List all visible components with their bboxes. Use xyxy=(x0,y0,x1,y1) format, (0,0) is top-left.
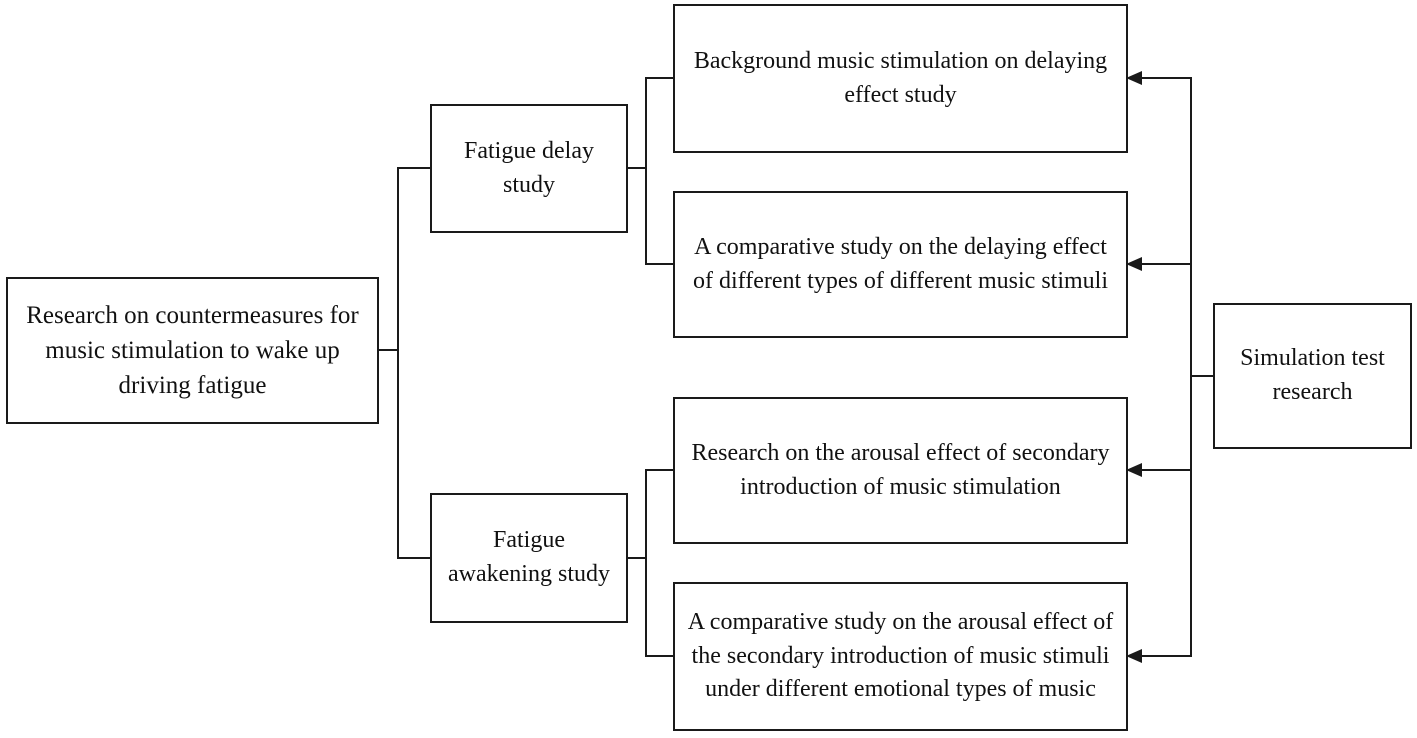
connector-root-to-delay xyxy=(397,167,430,169)
connector-delay-to-study1 xyxy=(645,77,673,79)
node-root-label: Research on countermeasures for music st… xyxy=(26,302,359,399)
node-study-comparative-arousal-label: A comparative study on the arousal effec… xyxy=(687,609,1114,703)
connector-awakening-vertical xyxy=(645,469,647,657)
node-fatigue-awakening-label: Fatigue awakening study xyxy=(448,527,610,587)
node-fatigue-delay-label: Fatigue delay study xyxy=(464,137,594,198)
arrow-left-icon xyxy=(1126,71,1142,85)
node-study-comparative-arousal: A comparative study on the arousal effec… xyxy=(673,582,1128,731)
connector-simulation-stub xyxy=(1191,375,1213,377)
node-study-background-music: Background music stimulation on delaying… xyxy=(673,4,1128,153)
node-simulation-test-label: Simulation test research xyxy=(1240,345,1385,405)
connector-simulation-vertical xyxy=(1190,77,1192,657)
arrow-left-icon xyxy=(1126,649,1142,663)
connector-delay-to-study2 xyxy=(645,263,673,265)
node-simulation-test-research: Simulation test research xyxy=(1213,303,1412,449)
connector-delay-vertical xyxy=(645,77,647,265)
node-study-comparative-delaying: A comparative study on the delaying effe… xyxy=(673,191,1128,338)
node-fatigue-awakening-study: Fatigue awakening study xyxy=(430,493,628,623)
connector-arrow-shaft-study1 xyxy=(1140,77,1192,79)
node-study-arousal-secondary-label: Research on the arousal effect of second… xyxy=(691,439,1110,500)
connector-awakening-stub xyxy=(628,557,646,559)
node-root-research: Research on countermeasures for music st… xyxy=(6,277,379,424)
node-study-comparative-delaying-label: A comparative study on the delaying effe… xyxy=(692,233,1109,294)
connector-delay-stub xyxy=(628,167,646,169)
connector-root-stub xyxy=(379,349,398,351)
arrow-left-icon xyxy=(1126,463,1142,477)
arrow-left-icon xyxy=(1126,257,1142,271)
connector-arrow-shaft-study2 xyxy=(1140,263,1192,265)
connector-arrow-shaft-study3 xyxy=(1140,469,1192,471)
node-study-background-music-label: Background music stimulation on delaying… xyxy=(693,47,1108,108)
connector-root-to-awakening xyxy=(397,557,430,559)
node-fatigue-delay-study: Fatigue delay study xyxy=(430,104,628,233)
connector-root-vertical xyxy=(397,167,399,559)
node-study-arousal-secondary: Research on the arousal effect of second… xyxy=(673,397,1128,544)
connector-arrow-shaft-study4 xyxy=(1140,655,1192,657)
connector-awakening-to-study3 xyxy=(645,469,673,471)
connector-awakening-to-study4 xyxy=(645,655,673,657)
